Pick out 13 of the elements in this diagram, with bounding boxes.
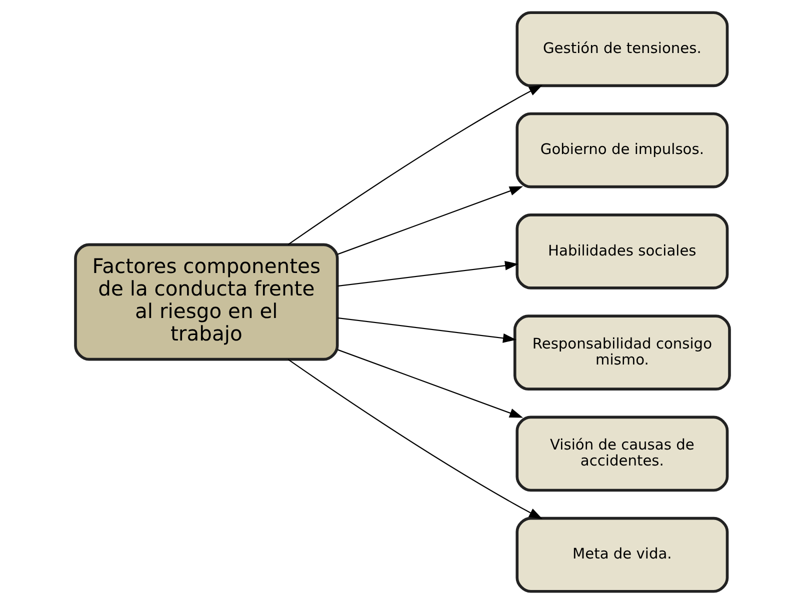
arrow bbox=[336, 260, 518, 287]
node-box: Gobierno de impulsos. bbox=[515, 112, 728, 188]
arrow bbox=[287, 85, 542, 246]
node-box: Factores componentes de la conducta frente al riesgo en el trabajo bbox=[74, 243, 338, 361]
node-box: Responsabilidad consigo mismo. bbox=[512, 314, 730, 390]
node-box: Habilidades sociales bbox=[515, 214, 728, 290]
arrow bbox=[336, 349, 523, 418]
node-box: Meta de vida. bbox=[515, 516, 728, 593]
arrow bbox=[287, 358, 542, 519]
arrow bbox=[336, 317, 516, 343]
node-box: Visión de causas de accidentes. bbox=[515, 416, 728, 492]
node-box: Gestión de tensiones. bbox=[515, 11, 728, 88]
arrow bbox=[336, 186, 523, 255]
